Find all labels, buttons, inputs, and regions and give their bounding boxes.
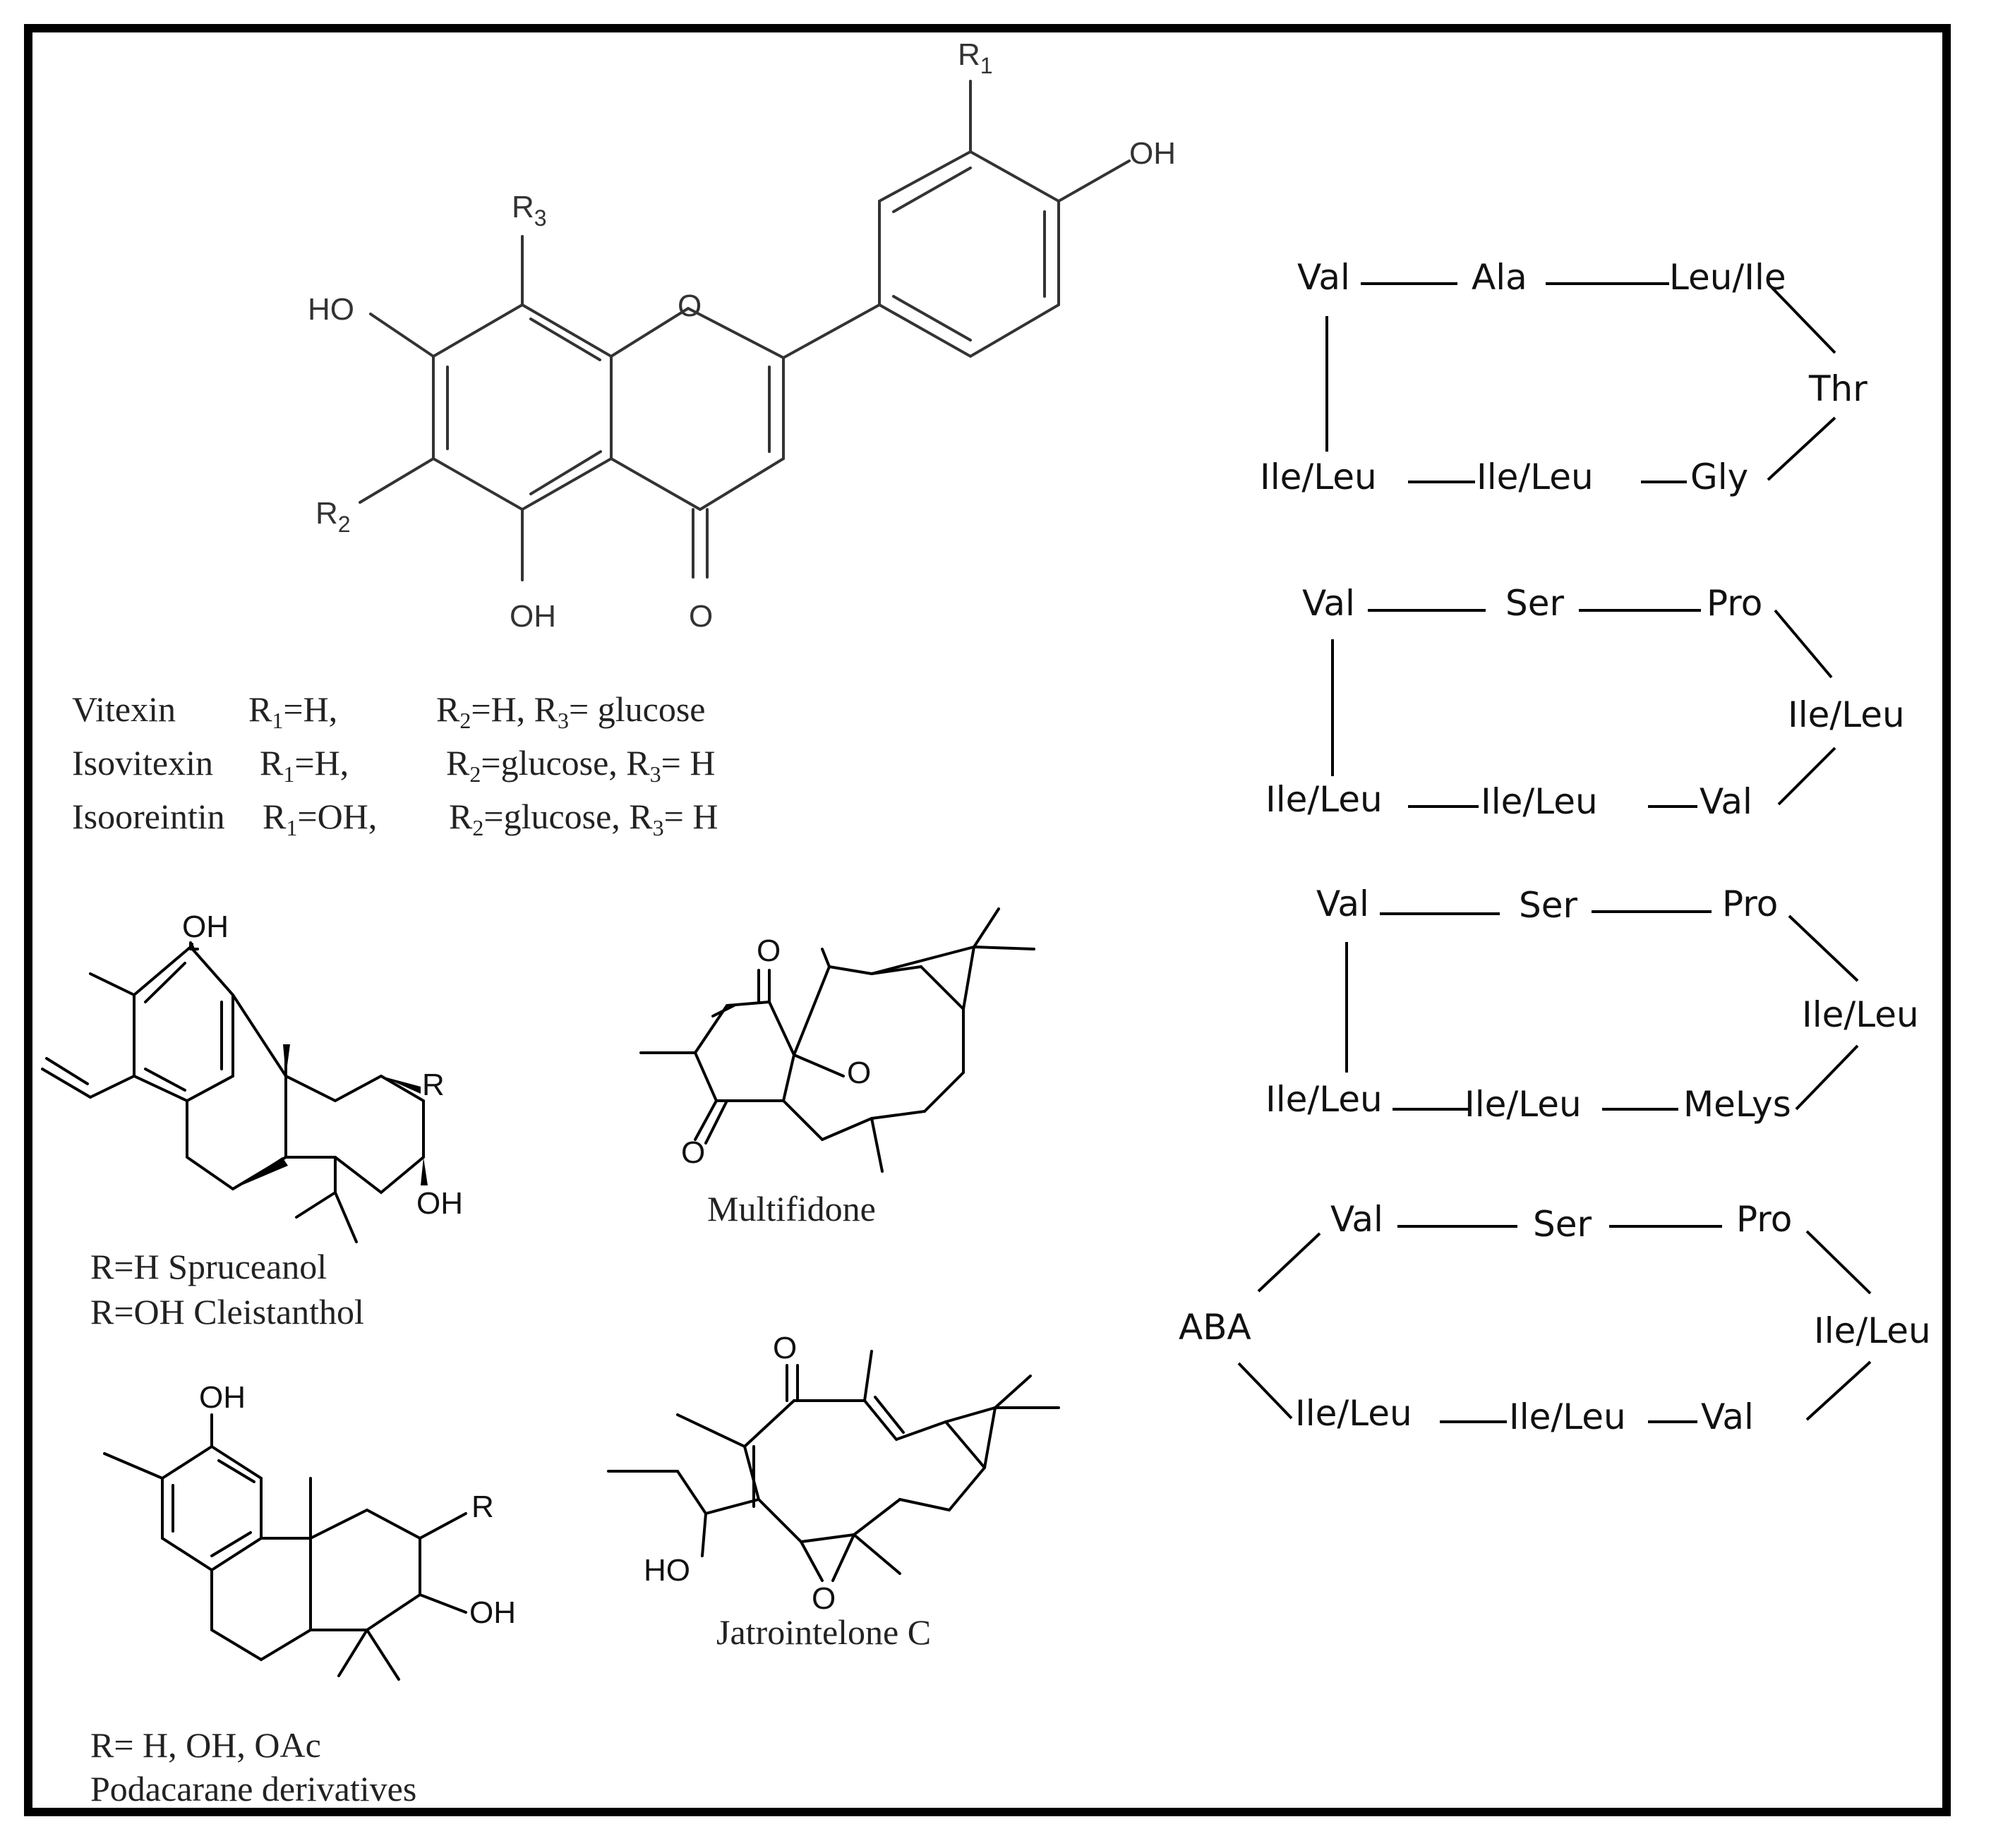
peptide-3-residue: Ser bbox=[1519, 885, 1578, 926]
peptide-1-residue: Ala bbox=[1472, 257, 1527, 298]
multifidone-o1-label: O bbox=[757, 934, 781, 968]
podacarane-caption-1: R= H, OH, OAc bbox=[90, 1725, 321, 1765]
flavone-legend: Vitexin R1=H, R2=H, R3= glucose Isovitex… bbox=[72, 689, 718, 840]
flavone-oh-bottom-label: OH bbox=[510, 599, 556, 634]
legend-name: Vitexin bbox=[72, 689, 176, 729]
peptide-2-residue: Ser bbox=[1505, 583, 1565, 624]
figure-border bbox=[24, 24, 1951, 1816]
peptide-2-residue: Ile/Leu bbox=[1265, 779, 1383, 820]
multifidone-o2-label: O bbox=[681, 1135, 705, 1170]
legend-r1: R1=H, bbox=[260, 743, 349, 787]
podacarane-r-label: R bbox=[471, 1490, 494, 1524]
peptide-4-residue: Ile/Leu bbox=[1295, 1393, 1412, 1434]
jatrointelone-epoxide-o-label: O bbox=[812, 1581, 836, 1616]
peptide-4-residue: Val bbox=[1330, 1199, 1383, 1240]
flavone-ho-label: HO bbox=[308, 292, 354, 327]
spruceanol-structure: OH R OH bbox=[41, 910, 463, 1243]
flavone-r3-label: R3 bbox=[512, 190, 547, 231]
peptide-4-residue: Ser bbox=[1533, 1204, 1592, 1245]
spruceanol-caption-2: R=OH Cleistanthol bbox=[90, 1292, 364, 1331]
spruceanol-r-label: R bbox=[422, 1068, 445, 1102]
peptide-1-residue: Leu/Ile bbox=[1669, 257, 1786, 298]
peptide-1-residue: Val bbox=[1297, 257, 1350, 298]
flavone-ring-o-label: O bbox=[678, 289, 702, 323]
jatrointelone-caption: Jatrointelone C bbox=[716, 1612, 931, 1652]
multifidone-ring-o-label: O bbox=[847, 1056, 871, 1090]
spruceanol-oh-top-label: OH bbox=[182, 910, 229, 944]
legend-r2-r3: R2=glucose, R3= H bbox=[449, 797, 718, 840]
jatrointelone-ho-label: HO bbox=[644, 1553, 690, 1588]
legend-row-isooreintin: Isooreintin R1=OH, R2=glucose, R3= H bbox=[72, 797, 718, 840]
peptide-1-residue: Ile/Leu bbox=[1476, 457, 1594, 497]
legend-r2-r3: R2=glucose, R3= H bbox=[446, 743, 715, 787]
peptide-4-residue: Ile/Leu bbox=[1814, 1310, 1931, 1351]
peptide-4-residue: Val bbox=[1701, 1396, 1754, 1437]
peptide-3: Val Ser Pro Ile/Leu MeLys Ile/Leu Ile/Le… bbox=[1265, 883, 1919, 1125]
jatrointelone-structure: O HO O bbox=[607, 1331, 1060, 1616]
multifidone-caption: Multifidone bbox=[707, 1189, 876, 1228]
legend-r1: R1=OH, bbox=[263, 797, 377, 840]
flavone-carbonyl-o-label: O bbox=[689, 599, 713, 634]
legend-name: Isovitexin bbox=[72, 743, 213, 783]
flavone-r1-label: R1 bbox=[958, 37, 993, 78]
spruceanol-caption-1: R=H Spruceanol bbox=[90, 1247, 327, 1286]
podacarane-oh-label: OH bbox=[469, 1595, 516, 1630]
peptide-1-residue: Thr bbox=[1808, 368, 1867, 409]
peptide-2-residue: Val bbox=[1302, 583, 1355, 624]
flavone-r2-label: R2 bbox=[315, 496, 351, 537]
legend-row-vitexin: Vitexin R1=H, R2=H, R3= glucose bbox=[72, 689, 705, 733]
peptide-4-residue: Pro bbox=[1736, 1199, 1792, 1240]
legend-r1: R1=H, bbox=[248, 689, 337, 733]
peptide-1-residue: Ile/Leu bbox=[1260, 457, 1377, 497]
multifidone-structure: O O O bbox=[639, 907, 1035, 1173]
peptide-3-residue: Ile/Leu bbox=[1265, 1079, 1383, 1120]
peptide-3-residue: Ile/Leu bbox=[1802, 994, 1919, 1035]
flavone-structure: R1 OH R3 HO O R2 OH O bbox=[308, 37, 1176, 634]
peptide-1-residue: Gly bbox=[1690, 457, 1748, 497]
peptide-4-residue: Ile/Leu bbox=[1509, 1396, 1626, 1437]
peptide-3-residue: Ile/Leu bbox=[1464, 1084, 1582, 1125]
peptide-4: Val Ser Pro Ile/Leu Val Ile/Leu Ile/Leu … bbox=[1179, 1199, 1931, 1437]
legend-name: Isooreintin bbox=[72, 797, 225, 836]
peptide-2-residue: Ile/Leu bbox=[1481, 781, 1598, 822]
flavone-oh-label: OH bbox=[1129, 136, 1176, 171]
legend-r2-r3: R2=H, R3= glucose bbox=[436, 689, 705, 733]
peptide-2: Val Ser Pro Ile/Leu Val Ile/Leu Ile/Leu bbox=[1265, 583, 1905, 822]
peptide-2-residue: Ile/Leu bbox=[1788, 694, 1905, 735]
legend-row-isovitexin: Isovitexin R1=H, R2=glucose, R3= H bbox=[72, 743, 715, 787]
peptide-3-residue: MeLys bbox=[1683, 1084, 1791, 1125]
peptide-1: Val Ala Leu/Ile Thr Gly Ile/Leu Ile/Leu bbox=[1260, 257, 1867, 497]
podacarane-structure: OH R OH bbox=[103, 1380, 516, 1681]
peptide-2-residue: Pro bbox=[1707, 583, 1762, 624]
podacarane-oh-top-label: OH bbox=[199, 1380, 246, 1415]
jatrointelone-o-top-label: O bbox=[773, 1331, 797, 1365]
peptide-3-residue: Pro bbox=[1722, 883, 1778, 924]
spruceanol-oh-label: OH bbox=[416, 1186, 463, 1221]
podacarane-caption-2: Podacarane derivatives bbox=[90, 1769, 416, 1808]
peptide-4-residue: ABA bbox=[1179, 1307, 1251, 1348]
peptide-3-residue: Val bbox=[1316, 883, 1369, 924]
peptide-2-residue: Val bbox=[1700, 781, 1752, 822]
